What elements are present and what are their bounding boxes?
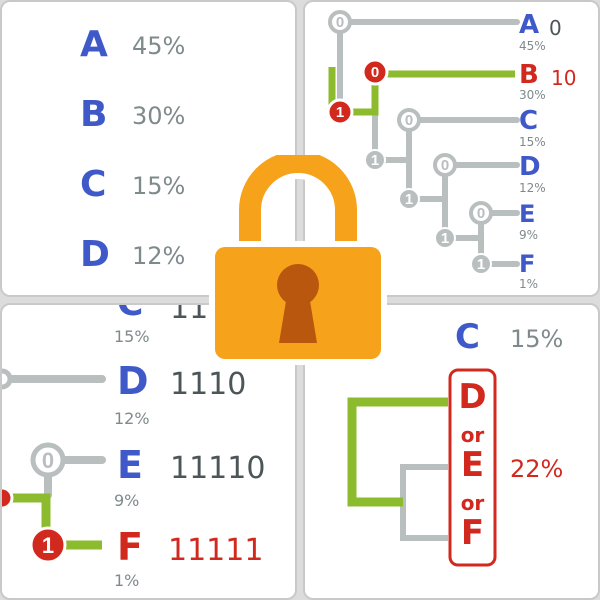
padlock-icon	[209, 155, 387, 365]
node-0	[328, 10, 352, 34]
node-0	[433, 153, 457, 177]
box-or-1: or	[460, 423, 485, 447]
bit-label: 0	[371, 64, 379, 81]
bit-label: 1	[477, 256, 485, 273]
bit-label: 1	[336, 104, 344, 121]
leaf-code-a: 0	[549, 16, 562, 40]
merged-tree	[347, 368, 497, 567]
row-letter-c: C	[117, 303, 144, 324]
letter-a: A	[80, 24, 108, 65]
row-pct-d: 12%	[114, 409, 150, 428]
node-1	[364, 149, 386, 171]
node-1	[470, 253, 492, 275]
letter-d: D	[80, 234, 110, 275]
bit-label: 1	[42, 533, 54, 558]
zoomed-codes-panel: 0 1 C 11 15% D 1110 12% E 11110 9% F 111…	[0, 303, 297, 600]
bit-label: 0	[405, 112, 413, 129]
highlight-path	[2, 493, 102, 550]
bit-label: 0	[477, 205, 485, 222]
pct-c: 15%	[132, 172, 186, 200]
node-1-red	[326, 98, 354, 126]
row-letter-e: E	[117, 443, 143, 487]
pct-a: 45%	[132, 32, 186, 60]
leaf-pct-d: 12%	[519, 181, 546, 195]
box-or-2: or	[460, 491, 485, 515]
leaf-letter-d: D	[519, 152, 541, 182]
row-pct-f: 1%	[114, 571, 140, 590]
leaf-letter-e: E	[519, 200, 536, 228]
highlight-path	[347, 397, 448, 507]
leaf-pct-b: 30%	[519, 88, 546, 102]
huffman-tree: 0 0 1 0 1 0 1 0 1 1	[326, 10, 520, 275]
pct-b: 30%	[132, 102, 186, 130]
leaf-letter-b: B	[519, 60, 539, 90]
leaf-pct-e: 9%	[519, 228, 539, 242]
bit-label: 0	[336, 14, 344, 31]
node-0	[30, 442, 66, 478]
highlight-path	[328, 67, 515, 116]
merged-node-panel: C 15% D or E or F 22%	[303, 303, 600, 600]
leaf-letter-a: A	[519, 10, 540, 40]
leaf-letter-c: C	[519, 106, 539, 136]
letter-c: C	[80, 164, 107, 205]
box-letter-e: E	[460, 445, 485, 485]
leaf-pct-c: 15%	[519, 135, 546, 149]
merged-group-box	[448, 368, 497, 567]
combined-pct: 22%	[510, 455, 564, 483]
node-0-red	[361, 58, 389, 86]
letter-b: B	[80, 94, 108, 135]
frequency-panel: A 45% B 30% C 15% D 12%	[0, 0, 297, 297]
row-letter-d: D	[117, 359, 149, 403]
bit-label: 1	[371, 152, 379, 169]
leaf-code-b: 10	[551, 66, 577, 90]
leaf-pct-a: 45%	[519, 39, 546, 53]
bit-label: 1	[405, 191, 413, 208]
pct-d: 12%	[132, 242, 186, 270]
node-1-red	[29, 526, 67, 564]
box-letter-d: D	[458, 377, 487, 417]
row-pct-e: 9%	[114, 491, 140, 510]
row-code-d: 1110	[170, 367, 247, 402]
node-0	[397, 108, 421, 132]
row-code-f: 11111	[168, 533, 264, 568]
tree-edge	[400, 464, 448, 541]
bit-label: 1	[441, 230, 449, 247]
node-stub	[2, 368, 13, 390]
box-letter-f: F	[460, 513, 485, 553]
node-1	[398, 188, 420, 210]
row-letter-f: F	[117, 525, 143, 569]
node-1	[434, 227, 456, 249]
row-code-e: 11110	[170, 451, 266, 486]
bit-label: 0	[42, 448, 54, 473]
c-letter: C	[455, 317, 480, 357]
row-pct-c: 15%	[114, 327, 150, 346]
leaf-letter-f: F	[519, 250, 536, 278]
node-stub-red	[2, 486, 14, 510]
c-pct: 15%	[510, 325, 564, 353]
zoomed-tree: 0 1	[2, 368, 106, 564]
huffman-tree-panel: 0 0 1 0 1 0 1 0 1 1 A 0 45% B 10 30% C 1…	[303, 0, 600, 297]
row-code-c: 11	[170, 303, 209, 326]
node-0	[469, 201, 493, 225]
bit-label: 0	[441, 157, 449, 174]
leaf-pct-f: 1%	[519, 277, 539, 291]
